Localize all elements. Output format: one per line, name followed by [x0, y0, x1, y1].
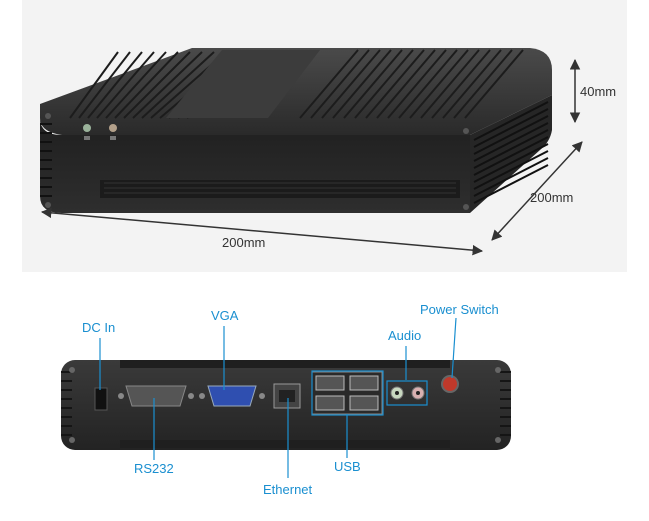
usb-port — [315, 375, 345, 391]
back-bottom-vent — [120, 440, 450, 448]
mini-pc-3d-view — [40, 48, 552, 213]
rs232-label: RS232 — [134, 461, 174, 476]
front-led-icon — [83, 124, 91, 132]
usb-port — [349, 375, 379, 391]
left-heatsink-fins — [40, 123, 52, 197]
fin — [420, 49, 480, 119]
screw — [463, 204, 469, 210]
usb-port — [315, 395, 345, 411]
screw — [45, 113, 51, 119]
screw — [463, 128, 469, 134]
front-fins — [104, 182, 456, 194]
height-dimension-label: 40mm — [580, 84, 617, 99]
depth-dimension-arrow — [491, 141, 583, 241]
power-switch-label: Power Switch — [420, 302, 499, 317]
top-center-panel — [166, 50, 320, 118]
fin — [78, 51, 131, 119]
fin — [105, 51, 167, 119]
power-callout — [451, 317, 457, 379]
fin — [473, 108, 549, 148]
fin — [310, 49, 370, 119]
width-dimension-label: 200mm — [222, 235, 266, 250]
width-dimension-arrow — [40, 207, 484, 256]
back-right-fins — [500, 371, 511, 436]
rs232-port — [125, 385, 187, 407]
depth-dimension-label: 200mm — [530, 190, 574, 205]
fin — [132, 51, 203, 119]
back-top-vent — [120, 360, 450, 368]
fin — [332, 49, 392, 119]
fin — [453, 49, 513, 119]
back-left-fins — [61, 371, 72, 436]
fin — [123, 51, 191, 119]
audio-label: Audio — [388, 328, 422, 343]
mini-pc-back-view — [61, 360, 511, 450]
screw — [495, 367, 501, 373]
fin — [473, 101, 549, 141]
usb-label: USB — [334, 459, 361, 474]
screw — [199, 393, 205, 399]
screw — [69, 437, 75, 443]
fin — [473, 115, 549, 155]
jack-hole — [395, 391, 399, 395]
screw — [118, 393, 124, 399]
fin — [321, 49, 381, 119]
dc-in-jack — [94, 387, 108, 411]
fin — [96, 51, 155, 119]
fin — [87, 51, 143, 119]
fin — [376, 49, 436, 119]
fin — [398, 49, 458, 119]
screw — [188, 393, 194, 399]
fin — [365, 49, 425, 119]
usb-callout-box — [311, 370, 384, 416]
fin — [354, 49, 414, 119]
power-button — [441, 375, 459, 393]
fin — [431, 49, 491, 119]
fin — [69, 51, 119, 119]
dc-in-label: DC In — [82, 320, 116, 335]
fin — [343, 49, 403, 119]
audio-callout-box — [386, 380, 428, 406]
callout-lines — [99, 317, 457, 478]
ethernet-socket — [279, 390, 295, 402]
fin — [387, 49, 447, 119]
fin — [114, 51, 179, 119]
led-symbol — [84, 136, 90, 140]
led-symbol — [110, 136, 116, 140]
fin — [409, 49, 469, 119]
fin — [299, 49, 359, 119]
fin — [442, 49, 502, 119]
ethernet-label: Ethernet — [263, 482, 313, 497]
vga-port — [207, 385, 257, 407]
screw — [495, 437, 501, 443]
fin — [464, 49, 524, 119]
screw — [45, 202, 51, 208]
usb-port — [349, 395, 379, 411]
screw — [69, 367, 75, 373]
screw — [259, 393, 265, 399]
fin — [141, 51, 215, 119]
jack-hole — [416, 391, 420, 395]
vga-label: VGA — [211, 308, 239, 323]
hdd-led-icon — [109, 124, 117, 132]
